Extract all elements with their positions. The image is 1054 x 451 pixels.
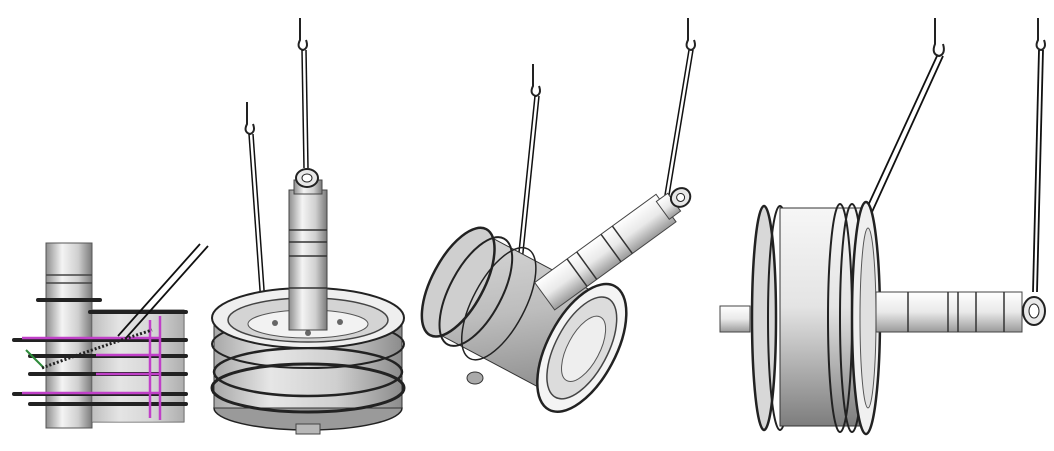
cables-3 — [517, 49, 694, 263]
cables-2 — [248, 49, 309, 319]
shaft-3 — [534, 187, 692, 311]
drum-2 — [210, 287, 406, 435]
hook-2a — [297, 18, 308, 52]
highlight-members — [22, 316, 162, 420]
hook-4a — [932, 18, 945, 58]
shaft-2 — [288, 168, 328, 331]
hook-3a — [530, 64, 541, 98]
hook-2b — [244, 102, 255, 136]
hook-3b — [685, 18, 696, 52]
slings-1 — [117, 243, 209, 339]
drum-3 — [420, 226, 628, 413]
cables-4 — [865, 49, 1044, 293]
shaft-1 — [45, 242, 93, 429]
panel-tilted-hoist — [420, 18, 696, 413]
panel-horizontal-position — [719, 18, 1046, 436]
drum-4 — [750, 200, 882, 436]
hook-4b — [1035, 18, 1046, 52]
shaft-4 — [719, 291, 1046, 333]
panel-vertical-hoist — [210, 18, 406, 435]
panel-cross-section — [12, 242, 209, 429]
green-marker — [25, 349, 45, 369]
